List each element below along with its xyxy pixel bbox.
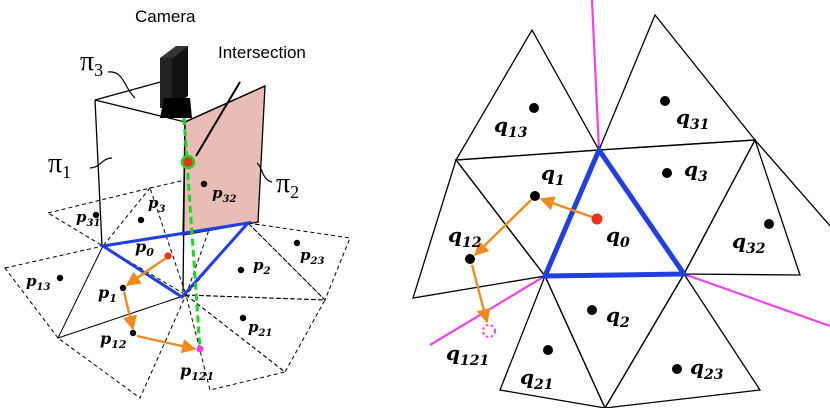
right-walk-path	[470, 196, 593, 324]
label-q121: q121	[446, 341, 489, 369]
point-q13	[529, 103, 539, 113]
label-q1: q1	[541, 161, 565, 189]
point-p13	[56, 274, 64, 282]
label-pi3: π3	[80, 46, 103, 80]
boundary-lines	[429, 0, 830, 346]
point-q2	[587, 305, 597, 315]
camera-icon	[160, 46, 192, 118]
label-p1: p1	[98, 283, 117, 305]
label-q13: q13	[494, 113, 528, 141]
point-q12	[465, 254, 475, 264]
right-points	[465, 96, 774, 374]
label-pi1: π1	[48, 148, 71, 182]
intersection-pointer	[195, 81, 241, 157]
label-p121: p121	[180, 361, 214, 383]
left-walk-path	[122, 257, 197, 354]
label-q32: q32	[732, 229, 766, 257]
label-p32: p32	[212, 184, 236, 205]
point-p23	[293, 239, 301, 247]
label-q21: q21	[520, 365, 553, 393]
point-p0	[164, 252, 172, 260]
point-q3	[662, 168, 672, 178]
point-p3	[137, 216, 145, 224]
left-points	[56, 180, 301, 337]
point-p12	[129, 329, 137, 337]
point-q121	[482, 324, 496, 338]
point-q1	[530, 191, 540, 201]
central-triangle	[541, 144, 689, 279]
right-panel: q13 q31 q1 q3 q12 q0 q32 q2 q121 q21 q23	[412, 0, 830, 408]
left-panel: Camera Intersection π3 π1 π2 p31 p3 p32 …	[4, 7, 351, 399]
label-pi2: π2	[276, 168, 299, 202]
label-q23: q23	[690, 355, 724, 383]
point-q0	[591, 213, 603, 225]
label-q31: q31	[676, 105, 709, 133]
label-p23: p23	[300, 246, 324, 267]
point-p31	[92, 211, 100, 219]
camera-label: Camera	[135, 7, 196, 26]
label-p3: p3	[148, 194, 166, 215]
label-p0: p0	[135, 237, 154, 259]
point-p2	[237, 266, 245, 274]
label-q3: q3	[684, 157, 708, 185]
point-q21	[543, 345, 553, 355]
pi-leaders	[89, 71, 273, 183]
label-p12: p12	[100, 329, 127, 351]
point-q32	[764, 219, 774, 229]
triangle-mesh	[412, 13, 830, 408]
label-q12: q12	[448, 223, 482, 251]
label-q2: q2	[606, 303, 630, 331]
label-p13: p13	[26, 272, 50, 293]
point-q23	[672, 364, 682, 374]
label-p31: p31	[76, 208, 100, 229]
intersection-label: Intersection	[218, 43, 306, 62]
label-p2: p2	[253, 256, 271, 277]
point-p121	[196, 345, 204, 353]
dashed-mesh	[4, 169, 351, 399]
base-triangle	[98, 220, 252, 299]
point-q31	[660, 96, 670, 106]
point-p21	[239, 314, 247, 322]
point-p1	[119, 284, 127, 292]
label-p21: p21	[248, 318, 272, 339]
point-p32	[200, 180, 208, 188]
intersection-marker	[180, 154, 196, 170]
label-q0: q0	[606, 223, 630, 251]
